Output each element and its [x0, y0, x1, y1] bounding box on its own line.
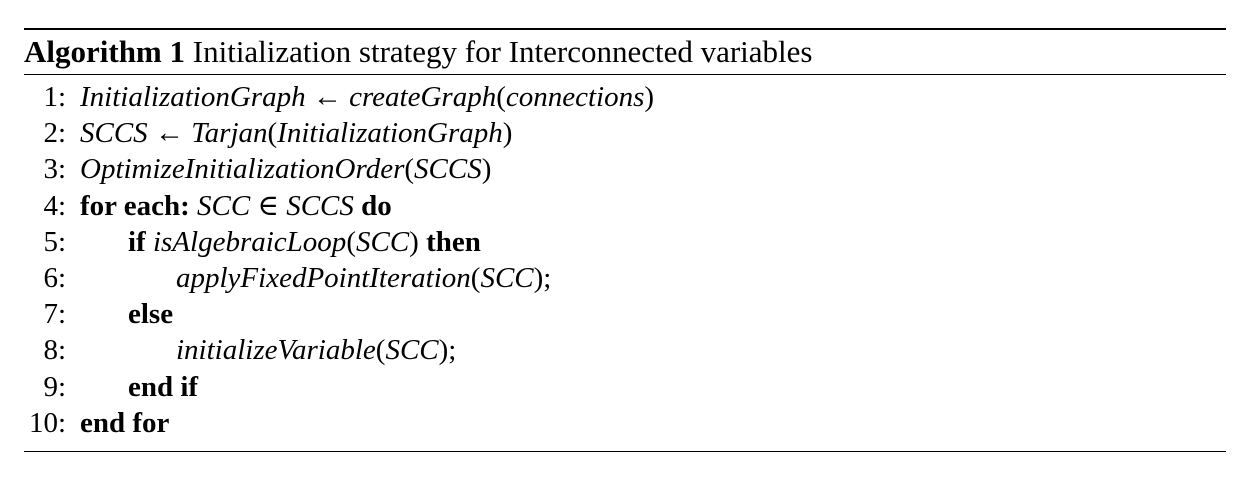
math-token: connections — [505, 81, 645, 113]
symbol-token: ( — [470, 261, 481, 294]
keyword: end for — [80, 406, 170, 439]
line-code: end if — [128, 369, 198, 405]
symbol-token: ( — [375, 334, 386, 367]
symbol-token: ) — [481, 153, 492, 186]
math-token: SCC — [480, 261, 534, 294]
symbol-token: ← — [147, 117, 192, 150]
line-number: 4: — [43, 189, 66, 222]
algorithm-line-8: 8: initializeVariable(SCC); — [24, 332, 1226, 368]
line-number: 8: — [43, 334, 66, 367]
symbol-token: ( — [404, 153, 415, 186]
algorithm-lines: 1: InitializationGraph ← createGraph(con… — [24, 75, 1226, 441]
math-token: SCCS — [286, 189, 354, 222]
algorithm-line-10: 10: end for — [24, 405, 1226, 441]
keyword: do — [361, 189, 392, 222]
keyword: else — [128, 298, 174, 331]
math-token: applyFixedPointIteration — [176, 261, 471, 294]
algorithm-line-1: 1: InitializationGraph ← createGraph(con… — [24, 79, 1226, 115]
algorithm-line-4: 4: for each: SCC ∈ SCCS do — [24, 188, 1226, 224]
caption-rule — [24, 74, 1226, 75]
math-token: OptimizeInitializationOrder — [80, 153, 405, 186]
algorithm-label: Algorithm 1 — [24, 34, 186, 69]
symbol-token: ( — [496, 81, 506, 113]
symbol-token: ∈ — [250, 189, 287, 222]
line-code: SCCS ← Tarjan(InitializationGraph) — [80, 115, 512, 151]
line-code: InitializationGraph ← createGraph(connec… — [80, 79, 654, 115]
keyword: then — [426, 225, 481, 258]
math-token: SCC — [197, 189, 251, 222]
symbol-token: ( — [267, 117, 278, 150]
keyword: for each: — [80, 189, 190, 222]
symbol-token — [146, 226, 153, 258]
line-number: 2: — [43, 117, 66, 150]
line-number: 7: — [43, 298, 66, 331]
symbol-token: ( — [346, 225, 356, 258]
bottom-rule — [24, 450, 1226, 452]
algorithm-line-9: 9: end if — [24, 369, 1226, 405]
keyword: end if — [128, 370, 199, 403]
line-code: OptimizeInitializationOrder(SCCS) — [80, 151, 491, 187]
algorithm-caption-text: Initialization strategy for Interconnect… — [192, 34, 813, 69]
math-token: SCCS — [80, 117, 148, 150]
line-number: 5: — [43, 225, 66, 258]
algorithm-block: Algorithm 1 Initialization strategy for … — [24, 28, 1226, 452]
line-code: if isAlgebraicLoop(SCC) then — [128, 224, 481, 260]
math-token: SCC — [355, 225, 410, 258]
math-token: SCCS — [414, 153, 482, 186]
symbol-token: ← — [305, 81, 350, 113]
symbol-token: ) — [409, 225, 427, 258]
line-code: else — [128, 296, 173, 332]
algorithm-line-7: 7: else — [24, 296, 1226, 332]
algorithm-line-3: 3: OptimizeInitializationOrder(SCCS) — [24, 151, 1226, 187]
algorithm-line-2: 2: SCCS ← Tarjan(InitializationGraph) — [24, 115, 1226, 151]
line-number: 3: — [43, 153, 66, 186]
line-code: for each: SCC ∈ SCCS do — [80, 188, 392, 224]
math-token: InitializationGraph — [277, 117, 503, 150]
line-code: end for — [80, 405, 169, 441]
math-token: Tarjan — [191, 117, 268, 150]
math-token: createGraph — [349, 81, 497, 113]
line-number: 6: — [43, 261, 66, 294]
symbol-token: ) — [502, 117, 513, 150]
math-token: InitializationGraph — [80, 81, 306, 113]
symbol-token: ); — [438, 334, 457, 367]
algorithm-caption: Algorithm 1 Initialization strategy for … — [24, 30, 1226, 74]
math-token: SCC — [385, 334, 439, 367]
algorithm-line-6: 6: applyFixedPointIteration(SCC); — [24, 260, 1226, 296]
symbol-token — [190, 190, 197, 222]
line-number: 9: — [43, 370, 66, 403]
keyword: if — [128, 225, 146, 258]
math-token: isAlgebraicLoop — [152, 225, 347, 258]
symbol-token: ); — [533, 261, 552, 294]
line-code: applyFixedPointIteration(SCC); — [176, 260, 551, 296]
line-code: initializeVariable(SCC); — [176, 332, 456, 368]
symbol-token: ) — [644, 81, 655, 113]
top-rule — [24, 28, 1226, 30]
math-token: initializeVariable — [176, 334, 376, 367]
algorithm-line-5: 5: if isAlgebraicLoop(SCC) then — [24, 224, 1226, 260]
line-number: 10: — [28, 406, 66, 439]
line-number: 1: — [43, 81, 66, 113]
